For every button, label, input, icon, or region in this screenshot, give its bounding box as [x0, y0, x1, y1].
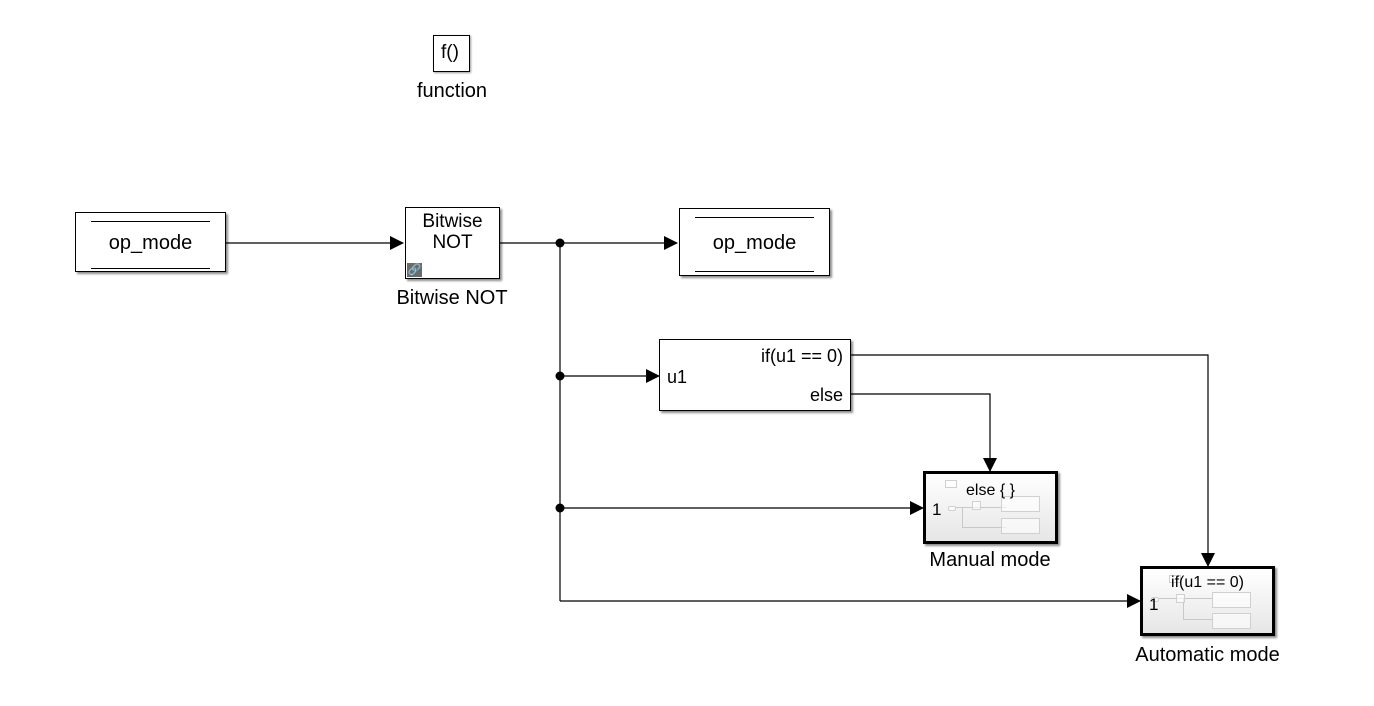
mini-block — [972, 501, 981, 510]
manual-mode-subsystem[interactable]: else { } 1 — [923, 471, 1058, 544]
from-top-line — [91, 221, 210, 222]
bitwise-not-label: Bitwise NOT — [396, 287, 508, 309]
mini-wire — [956, 507, 1006, 508]
library-link-icon: 🔗 — [407, 263, 422, 277]
mini-block — [1176, 594, 1185, 603]
manual-title: else { } — [966, 482, 1015, 499]
mini-block — [1001, 518, 1040, 534]
automatic-title: if(u1 == 0) — [1171, 574, 1244, 591]
if-block[interactable]: u1 if(u1 == 0) else — [659, 339, 851, 411]
bitwise-line2: NOT — [432, 232, 473, 253]
branch-point — [555, 503, 565, 513]
from-tag: op_mode — [108, 232, 193, 254]
from-bottom-line — [91, 268, 210, 269]
automatic-mode-subsystem[interactable]: if(u1 == 0) 1 — [1140, 566, 1275, 636]
mini-port — [1169, 575, 1181, 583]
bitwise-not-block[interactable]: Bitwise NOT 🔗 — [405, 207, 500, 279]
branch-point — [555, 238, 565, 248]
mini-block — [1001, 496, 1040, 512]
mini-wire — [1183, 598, 1184, 619]
manual-port: 1 — [932, 500, 942, 519]
if-input-port: u1 — [667, 367, 688, 387]
goto-top-line — [695, 217, 814, 218]
wire-if-to-automatic — [851, 354, 1215, 567]
mini-block — [1212, 613, 1251, 629]
function-label: function — [416, 80, 488, 102]
function-block[interactable]: f() — [433, 35, 470, 72]
mini-inport — [1151, 597, 1159, 602]
automatic-port: 1 — [1149, 595, 1159, 614]
branch-point — [555, 371, 565, 381]
mini-wire — [962, 507, 963, 527]
if-output-if: if(u1 == 0) — [760, 346, 843, 366]
automatic-mode-label: Automatic mode — [1135, 644, 1280, 666]
goto-block[interactable]: op_mode — [679, 208, 830, 276]
mini-inport — [948, 506, 956, 511]
mini-wire — [1183, 619, 1213, 620]
manual-mode-label: Manual mode — [929, 549, 1051, 571]
goto-tag: op_mode — [712, 232, 797, 254]
mini-wire — [1159, 598, 1213, 599]
goto-bottom-line — [695, 271, 814, 272]
mini-block — [1212, 592, 1251, 608]
if-output-else: else — [809, 385, 843, 405]
from-block[interactable]: op_mode — [75, 212, 226, 272]
wire-else-to-manual — [851, 393, 997, 472]
mini-wire — [962, 527, 1006, 528]
function-glyph: f() — [441, 42, 459, 63]
mini-port — [945, 480, 957, 488]
bitwise-line1: Bitwise — [422, 211, 483, 232]
